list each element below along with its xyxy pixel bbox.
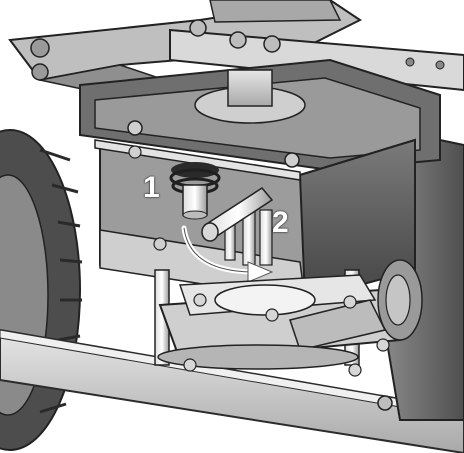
guide-posts [224,204,273,266]
base-mechanism [154,259,423,377]
t-handle-rod [201,187,274,242]
upper-housing [79,58,441,172]
frame-beam [0,328,464,453]
callout-1-label: 1 [143,171,160,204]
rotation-arrow-icon [181,225,274,283]
top-bracket [8,0,464,96]
shaft-collar [169,162,221,220]
callout-2-label: 2 [272,206,289,239]
